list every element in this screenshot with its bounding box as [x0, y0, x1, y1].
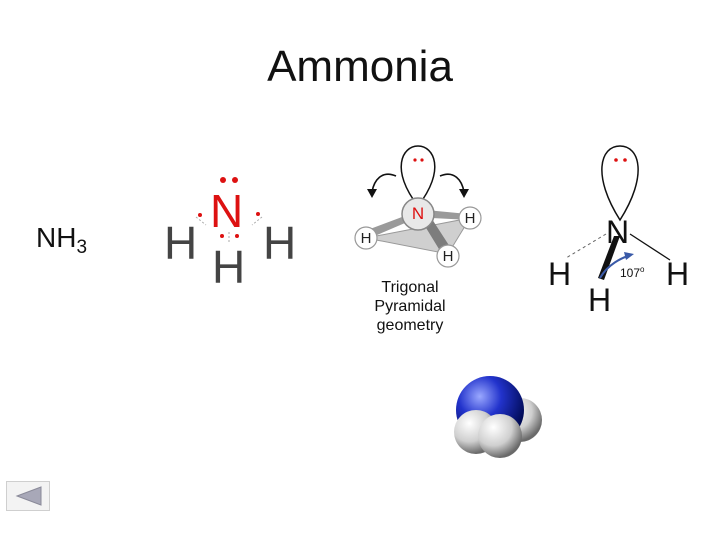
wedge-bond	[598, 236, 620, 280]
bond-angle-label: 107o	[620, 265, 644, 280]
lewis-hydrogen-right: H	[263, 217, 297, 269]
bond-angle-value: 107	[620, 266, 641, 280]
lewis-hydrogen-bottom: H	[212, 241, 246, 293]
atom-nitrogen	[401, 197, 435, 231]
geometry-caption-line-2: Pyramidal	[374, 298, 446, 315]
geometry-caption-line-3: geometry	[376, 317, 444, 334]
lone-pair-lobe	[400, 145, 436, 208]
model-label-nitrogen: N	[411, 204, 425, 223]
sphere-hydrogen-front	[478, 414, 522, 458]
wedge-nitrogen: N	[606, 214, 630, 250]
back-button[interactable]	[6, 481, 50, 511]
pyramidal-model	[354, 145, 482, 268]
atom-hydrogen-left	[354, 226, 378, 250]
wedge-dash-structure	[565, 145, 671, 280]
plain-bond	[629, 233, 671, 261]
lewis-nitrogen: N	[210, 185, 244, 237]
page-title: Ammonia	[267, 42, 453, 91]
lewis-hydrogen-left: H	[164, 217, 198, 269]
model-label-hydrogen-back: H	[464, 210, 476, 227]
lewis-structure: N H H H	[160, 170, 310, 293]
space-filling-model	[454, 376, 542, 458]
atom-hydrogen-back	[458, 206, 482, 230]
formula-nh3: NH3	[36, 222, 87, 259]
wedge-hydrogen-right: H	[666, 256, 690, 292]
wedge-hydrogen-front: H	[588, 282, 612, 318]
wedge-hydrogen-left: H	[548, 256, 572, 292]
model-label-hydrogen-front: H	[442, 248, 454, 265]
formula-base: NH	[36, 222, 77, 253]
wedge-lone-pair-lobe	[601, 145, 639, 222]
model-label-hydrogen-left: H	[360, 230, 372, 247]
lewis-electron-dots	[195, 177, 263, 242]
geometry-caption: Trigonal Pyramidal geometry	[340, 278, 480, 335]
dashed-bond	[565, 233, 607, 259]
back-arrow-icon	[15, 486, 42, 506]
bond-angle-unit: o	[640, 265, 645, 274]
formula-subscript: 3	[76, 237, 88, 258]
atom-hydrogen-front	[436, 244, 460, 268]
geometry-caption-line-1: Trigonal	[381, 279, 439, 296]
